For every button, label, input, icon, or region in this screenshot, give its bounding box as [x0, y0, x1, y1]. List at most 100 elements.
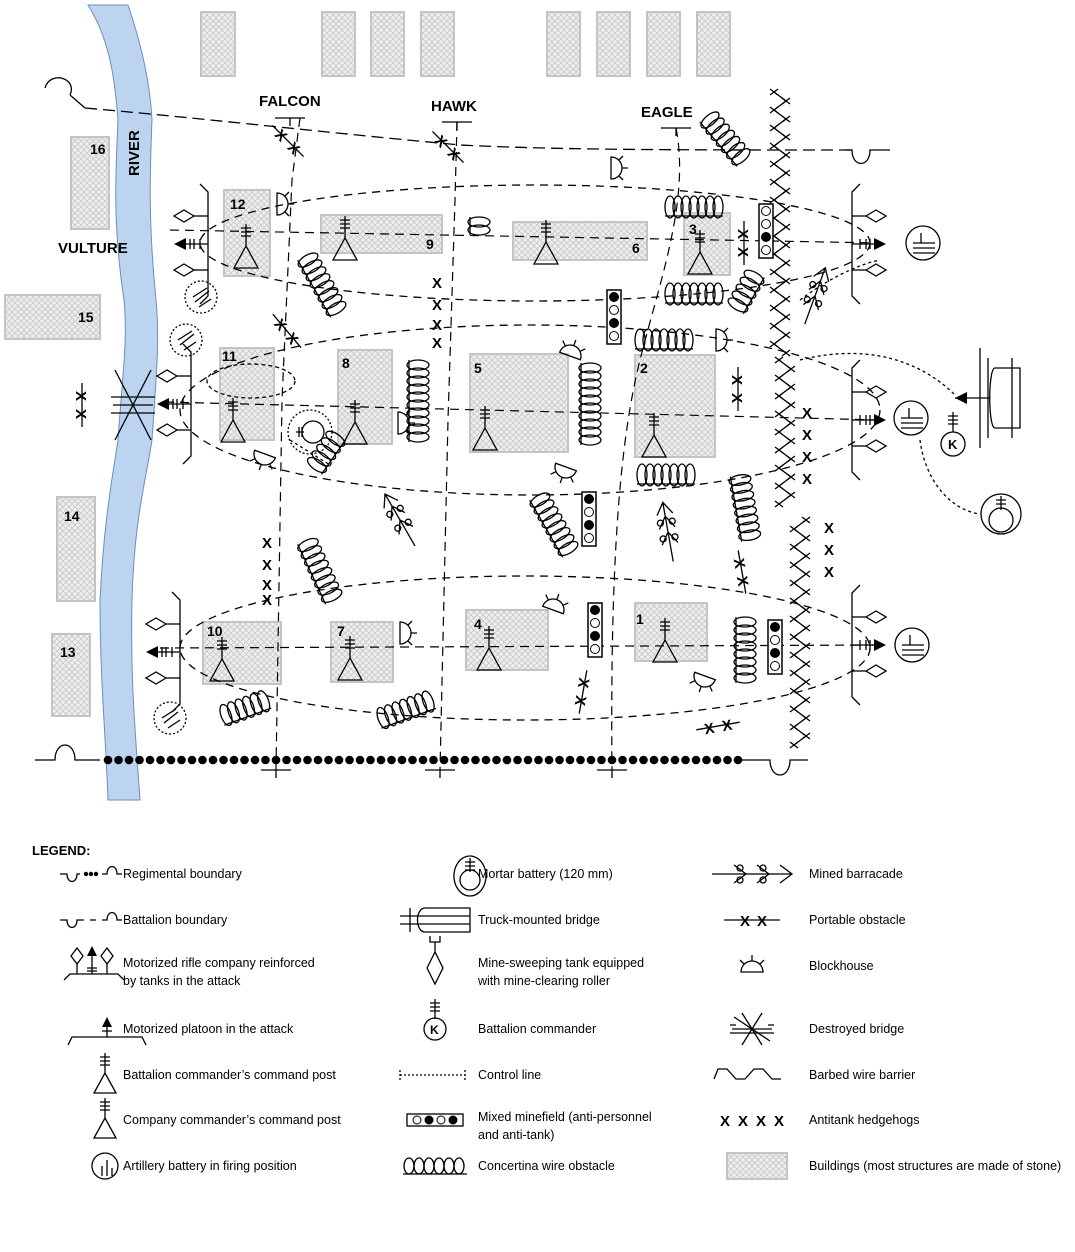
antitank-hedgehog: X [802, 471, 812, 488]
concertina-wire [728, 474, 762, 542]
control-line-icon [399, 1070, 466, 1080]
mine [671, 533, 679, 541]
building-11 [219, 347, 275, 441]
coil-loop [733, 648, 757, 660]
mortar-battery [905, 225, 941, 261]
mine [820, 285, 828, 293]
barb [786, 365, 796, 373]
barb [786, 437, 796, 445]
coil-loop [325, 300, 347, 317]
motorized-platoon-icon-part [67, 1027, 147, 1046]
coil-base [297, 259, 332, 318]
attack-arrow [146, 646, 158, 658]
obstacle-x: X [734, 229, 751, 239]
coil-loop [406, 375, 430, 387]
portable-obstacle: XX [728, 367, 745, 411]
boundary-dot [166, 755, 176, 765]
coil-loop [321, 293, 343, 310]
coil-loop [578, 378, 602, 390]
tank-diamond [172, 209, 196, 223]
tank-diamond [155, 423, 179, 437]
building-number: 1 [636, 611, 644, 627]
boundary-dot [649, 755, 659, 765]
concertina-wire [376, 690, 437, 730]
minefield-frame [581, 491, 597, 547]
blockhouse [550, 462, 578, 484]
coil-loop [658, 328, 670, 352]
control-line-end [425, 769, 455, 778]
barb [769, 286, 779, 294]
antitank-hedgehog: X [824, 520, 834, 537]
barb [786, 491, 796, 499]
coil-loop [715, 129, 736, 148]
control-line-icon-part [399, 1070, 466, 1080]
blockhouse [276, 191, 294, 217]
battery-circle [153, 701, 187, 735]
barb [789, 723, 799, 731]
barb [781, 169, 791, 177]
legend-item: Battalion commander’s command post [92, 1053, 336, 1094]
building-14 [56, 496, 96, 602]
coil-loop [406, 415, 430, 427]
coil-loop [310, 566, 333, 582]
mine [584, 507, 594, 517]
motorized-rifle-company [155, 343, 192, 465]
obstacle-line [578, 670, 588, 714]
mortar-battery [894, 627, 930, 663]
building-number: 13 [60, 644, 76, 660]
obstacle-line [272, 313, 302, 349]
boundary-dot [450, 755, 459, 765]
blockhouse-icon-part [739, 955, 765, 973]
barb [774, 446, 784, 454]
boundary-dot [576, 755, 585, 765]
legend-label: Truck-mounted bridge [478, 913, 600, 927]
legend-label: with mine-clearing roller [477, 974, 610, 988]
barb [781, 151, 791, 159]
building-number: 15 [78, 309, 94, 325]
platoon-stem [186, 239, 208, 249]
boundary-dot [502, 755, 512, 765]
coil-loop [704, 282, 716, 306]
legend-item: Control line [399, 1068, 541, 1082]
minefield-frame [587, 602, 603, 658]
boundary-dot [681, 755, 690, 765]
coil-loop [676, 463, 688, 487]
coil-loop [664, 195, 676, 219]
concertina-wire [467, 216, 491, 236]
boundary-dot [366, 755, 375, 765]
coil-loop [732, 497, 756, 510]
barb [801, 714, 811, 722]
legend-label: by tanks in the attack [123, 974, 241, 988]
concertina-wire [529, 492, 579, 558]
coil-loop [297, 252, 319, 268]
barb [769, 178, 779, 186]
concertina-wire [733, 616, 757, 684]
barb [801, 606, 811, 614]
boundary-dot [124, 755, 134, 765]
obstacle-line [431, 130, 465, 164]
coil-loop [320, 588, 343, 603]
x: X [757, 913, 767, 930]
battalion-commander-icon-part [430, 999, 440, 1019]
obstacle-x: X [728, 375, 745, 385]
barb [786, 401, 796, 409]
building [546, 11, 581, 77]
mortar-circle [905, 225, 941, 261]
x: X [774, 1113, 784, 1130]
concertina-wire [727, 269, 765, 315]
obstacle-x: X [728, 393, 745, 403]
coil-loop [256, 690, 271, 713]
river [87, 4, 159, 801]
mine [609, 331, 619, 341]
antitank-hedgehog: X [824, 542, 834, 559]
battery-circle [184, 280, 218, 314]
blockhouse-shape [541, 593, 569, 615]
command-post-triangle [341, 400, 369, 445]
motorized-rifle-company [851, 359, 888, 481]
coil-loop [391, 701, 405, 724]
barb [801, 624, 811, 632]
legend-label: Battalion commander’s command post [123, 1068, 336, 1082]
barb [789, 741, 799, 749]
building-number: 10 [207, 623, 223, 639]
